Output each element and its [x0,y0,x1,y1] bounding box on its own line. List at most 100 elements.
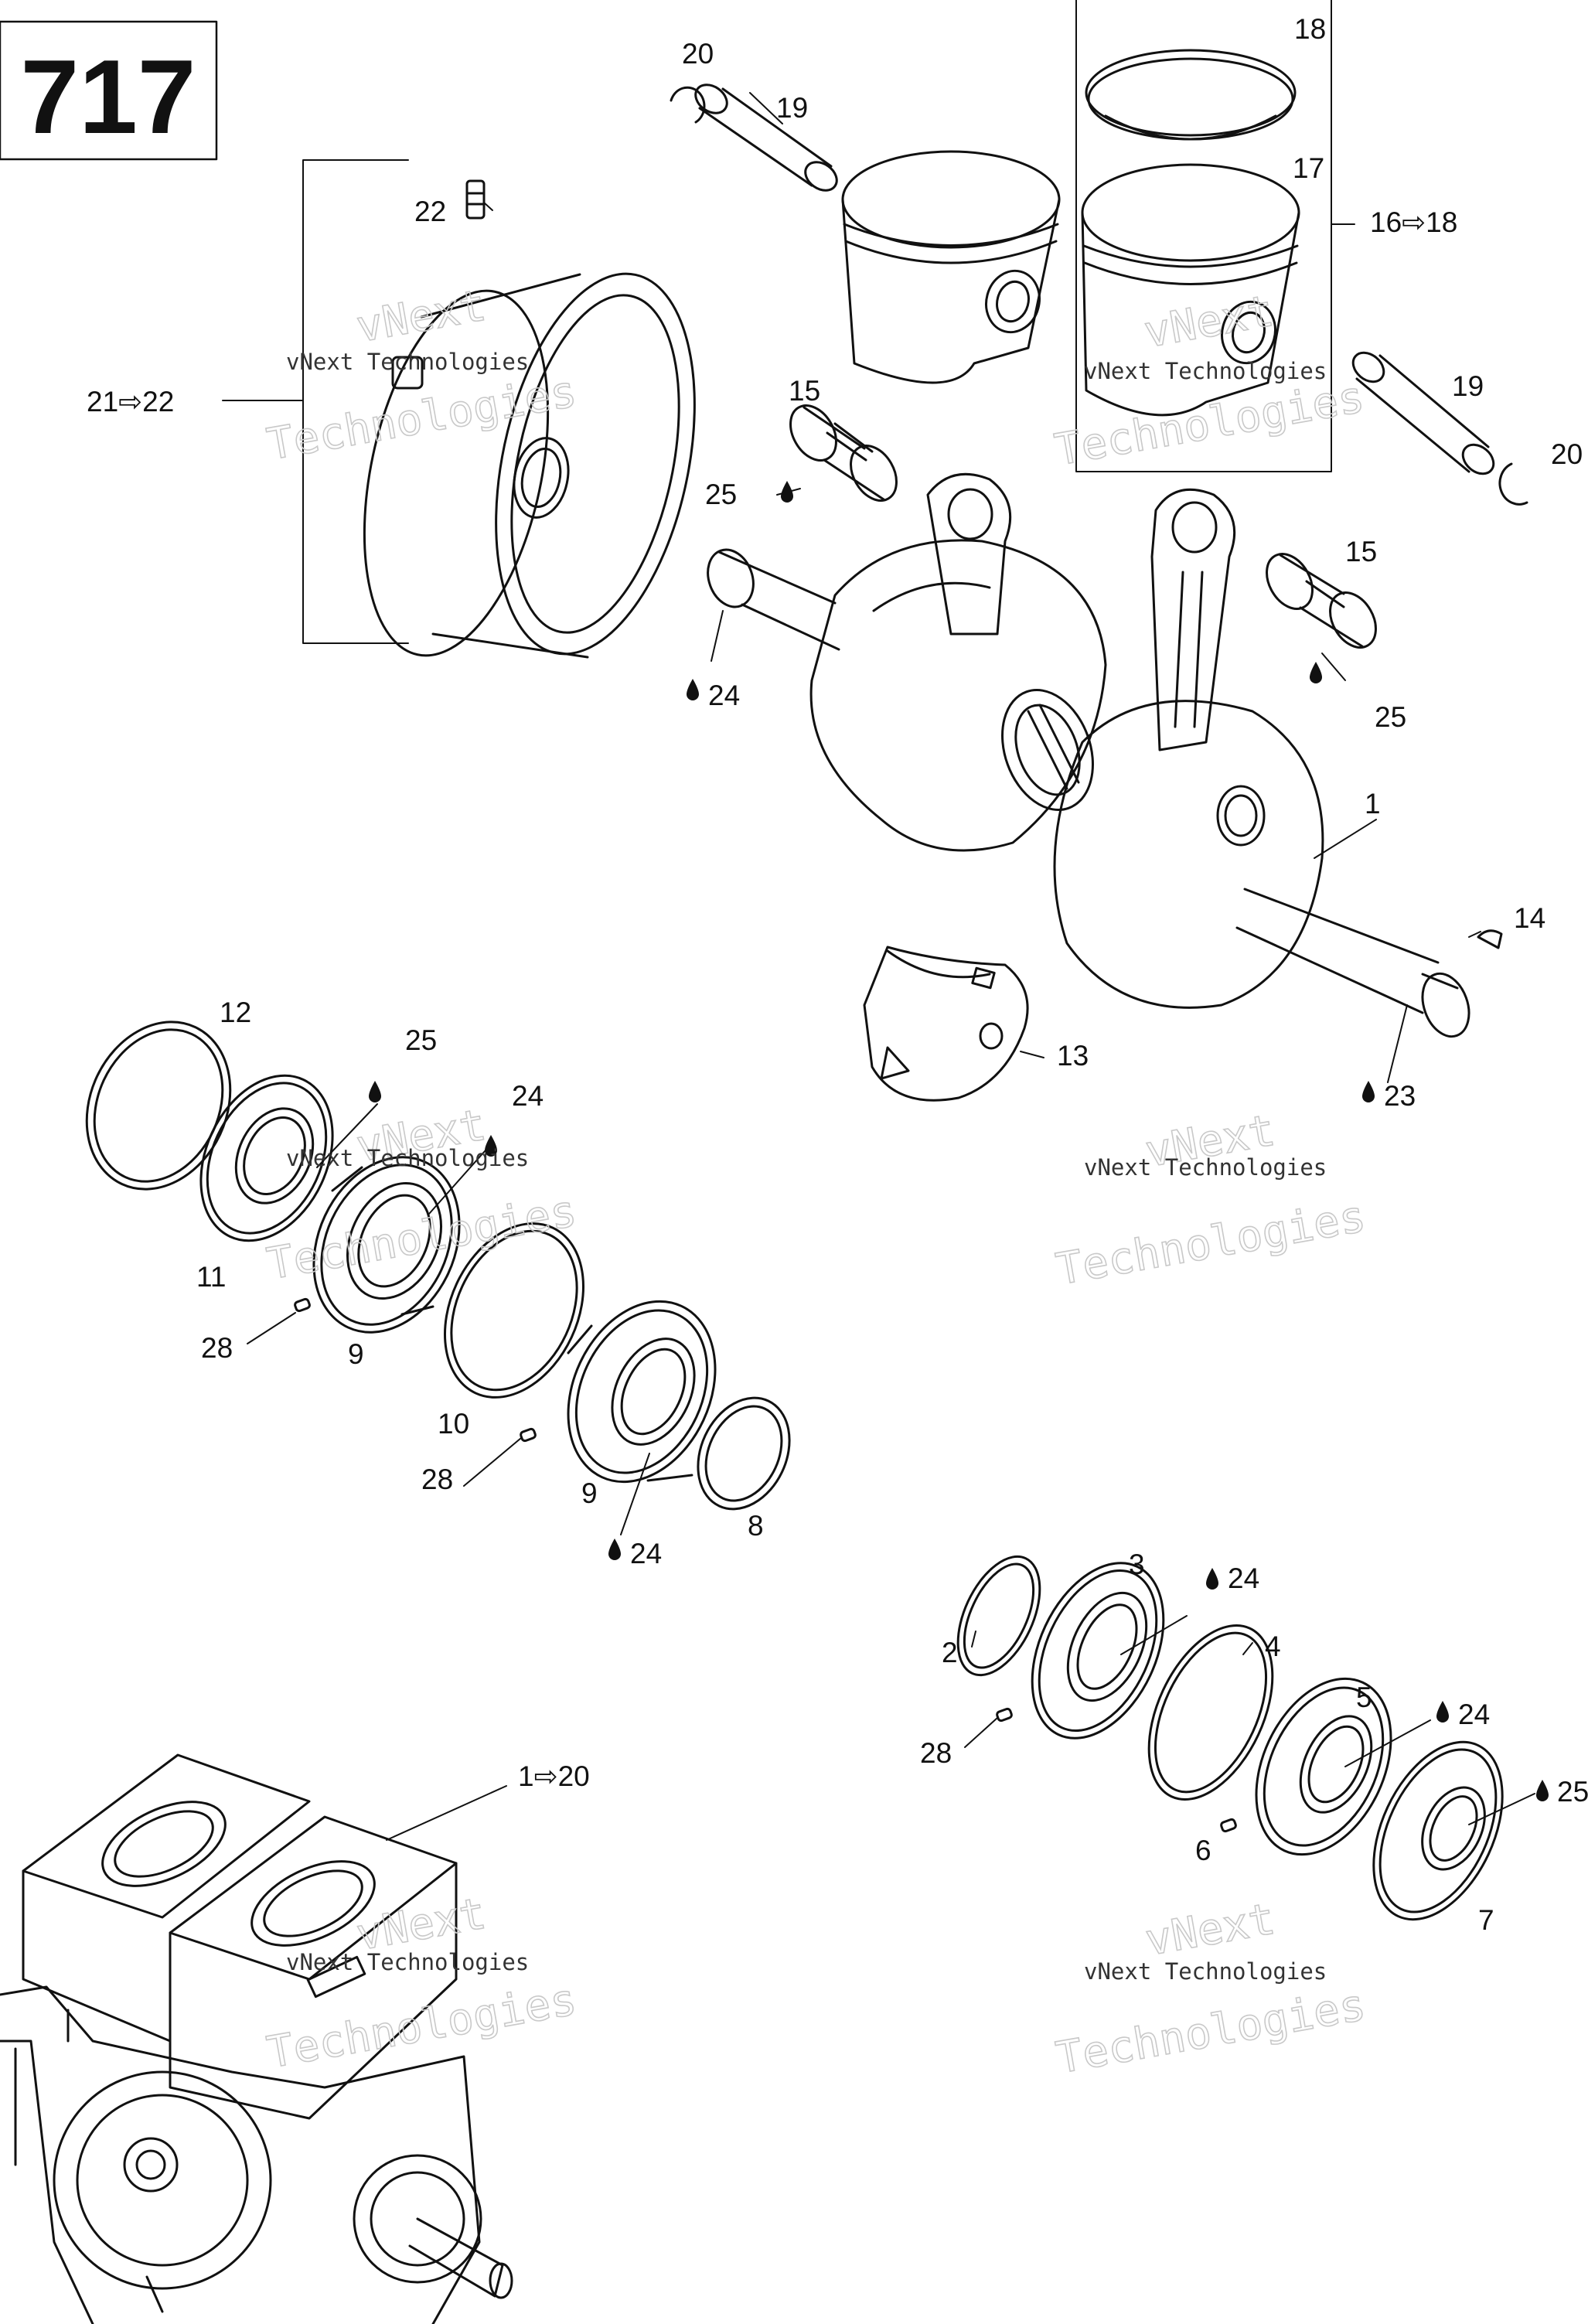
callout-28-a: 28 [201,1332,233,1364]
callout-25-mag: 25 [1557,1776,1588,1808]
callout-15-left: 15 [789,375,820,407]
piston-pin-right [1351,351,1495,475]
engine-assembly [0,1753,513,2324]
callout-24-pto: 24 [512,1080,544,1112]
circlip-left [670,86,706,124]
diagram-number: 717 [21,38,196,155]
oil-drop-icon [608,1539,621,1560]
watermark-caption: vNext Technologies [1084,1958,1327,1985]
grease-fitting [465,179,486,220]
callout-1: 1 [1365,788,1381,820]
oil-drop-icon [1436,1701,1449,1723]
svg-text:vNext: vNext [1142,1894,1279,1966]
callout-20-left: 20 [682,38,714,70]
dowel-pin-28-a [294,1297,311,1313]
callout-13: 13 [1057,1040,1089,1072]
dowel-pin-6 [1220,1818,1237,1833]
crankshaft [707,472,1470,1038]
seal-ring-10 [444,1222,584,1399]
callout-22: 22 [414,196,446,227]
watermark-caption: vNext Technologies [1084,1154,1327,1181]
seal-ring-4 [1147,1624,1274,1801]
piston-right [1081,163,1300,417]
ball-bearing-9-upper [312,1156,461,1334]
piston-ring [1085,49,1297,141]
oil-drop-icon [1536,1780,1549,1801]
watermark: vNext Technologies [263,1888,581,2079]
callout-7: 7 [1478,1904,1494,1936]
callout-25-pto: 25 [405,1024,437,1056]
watermark: vNext Technologies [1052,1105,1370,1296]
callout-23: 23 [1384,1080,1416,1112]
callout-18: 18 [1294,13,1326,45]
callout-16-18: 16⇨18 [1370,206,1457,238]
callout-19-right: 19 [1452,370,1484,402]
ball-bearing-9-lower [567,1300,717,1484]
svg-text:Technologies: Technologies [1052,1191,1369,1295]
oil-seal-11 [199,1074,334,1242]
callout-5: 5 [1356,1682,1372,1713]
callout-15-right: 15 [1345,536,1377,567]
dowel-pin-28-b [520,1427,537,1443]
piston-ring-group-box [1075,0,1355,472]
callout-21-22: 21⇨22 [87,386,174,417]
callout-14: 14 [1514,902,1545,934]
callout-4: 4 [1265,1631,1281,1662]
callout-3: 3 [1129,1549,1145,1580]
callout-2: 2 [942,1637,958,1668]
callout-25-left: 25 [705,479,737,510]
ring-8 [697,1396,791,1511]
callout-8: 8 [748,1510,764,1542]
needle-bearing-left [789,404,898,502]
callout-9-upper: 9 [348,1338,364,1370]
callout-labels: 1 2 3 4 5 6 7 8 9 9 10 11 12 13 14 15 15… [87,13,1588,1936]
callout-24-mag: 24 [1228,1562,1259,1594]
watermarks: vNext Technologies vNext Technologies vN… [263,280,1370,2084]
oil-drop-icon [1310,662,1322,683]
oil-drop-icon [485,1135,497,1157]
oil-drop-icon [1206,1568,1218,1590]
svg-text:Technologies: Technologies [1052,1980,1369,2084]
piston-pin-left [694,83,838,192]
callout-24-mag-lower: 24 [1458,1699,1490,1730]
ball-bearing-5 [1255,1677,1392,1856]
flywheel [363,272,696,659]
watermark-caption: vNext Technologies [1084,358,1327,384]
oil-drop-icons [369,481,1549,1801]
circlip-right [1498,462,1528,506]
dowel-pin-28-c [996,1707,1013,1723]
watermark-caption: vNext Technologies [286,1949,529,1975]
oil-drop-icon [1362,1081,1375,1102]
callout-20-right: 20 [1551,438,1583,470]
leader-lines [247,92,1535,1841]
oil-seal-7 [1372,1740,1504,1921]
piston-left [841,150,1061,384]
callout-28-b: 28 [421,1464,453,1495]
callout-24-crank: 24 [708,680,740,711]
callout-19-left: 19 [776,92,808,124]
callout-24-pto-lower: 24 [630,1538,662,1569]
callout-12: 12 [220,997,251,1028]
oil-drop-icon [781,481,793,503]
ball-bearing-3 [1031,1562,1165,1740]
callout-28-c: 28 [920,1737,952,1769]
watermark-caption: vNext Technologies [286,349,529,375]
seal-ring-12 [85,1021,232,1191]
group-bracket-21-22 [222,159,409,644]
oil-drop-icon [369,1081,381,1102]
callout-10: 10 [438,1408,469,1440]
oil-drop-icon [687,679,699,700]
svg-text:Technologies: Technologies [264,1975,581,2078]
callout-6: 6 [1195,1835,1211,1866]
callout-17: 17 [1293,152,1324,184]
ring-2 [956,1555,1041,1677]
callout-11: 11 [196,1261,226,1293]
diagram-number-box [0,20,218,161]
callout-1-20: 1⇨20 [518,1760,590,1792]
needle-bearing-right [1266,553,1377,649]
watermark-caption: vNext Technologies [286,1145,529,1171]
svg-text:vNext: vNext [353,281,489,353]
callout-9-lower: 9 [581,1477,598,1509]
callout-25-right: 25 [1375,701,1406,733]
